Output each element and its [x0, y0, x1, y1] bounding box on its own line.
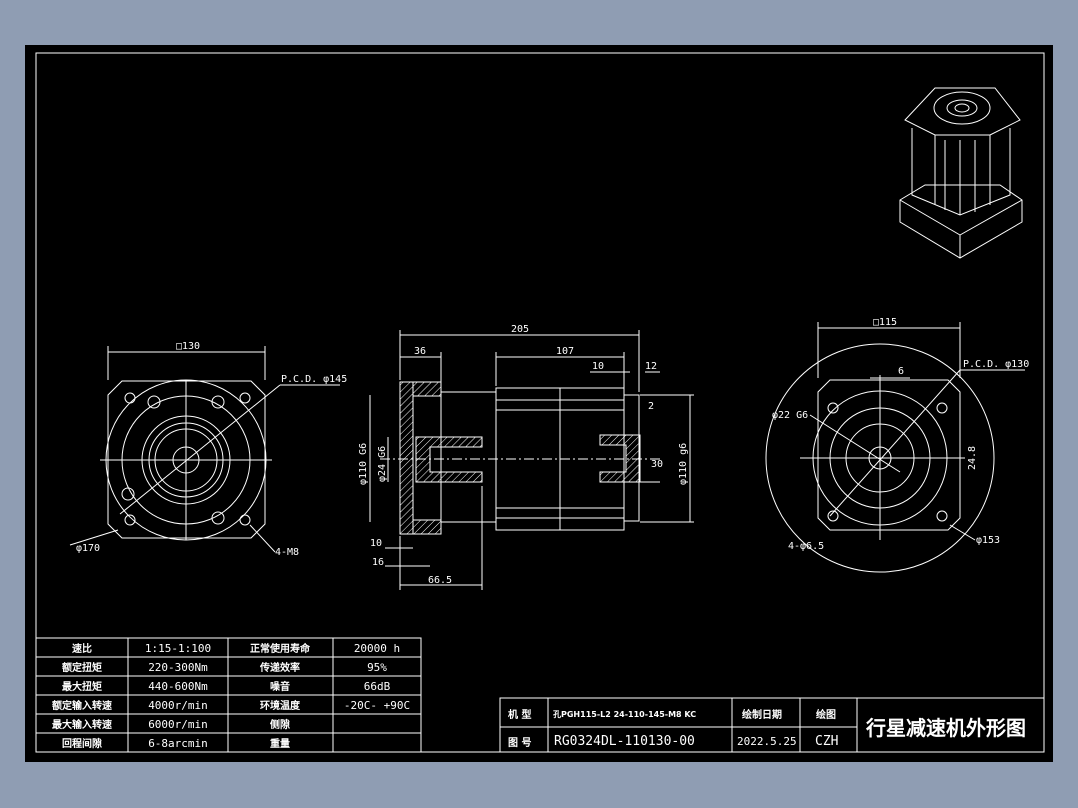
dim-square-right: □115 — [873, 317, 897, 328]
spec-label: 回程间隙 — [62, 737, 102, 750]
dim-key: 10 — [592, 361, 604, 372]
dim-outer-right: φ153 — [976, 535, 1000, 546]
drawer: CZH — [815, 734, 838, 749]
date: 2022.5.25 — [737, 735, 797, 748]
spec-value: -20C- +90C — [344, 699, 410, 712]
drawing-sheet: □130 P.C.D. φ145 φ170 4-M8 205 36 107 10… — [25, 45, 1053, 762]
spec-label: 最大输入转速 — [52, 718, 112, 731]
spec-value: 66dB — [364, 680, 391, 693]
drawer-label: 绘图 — [816, 708, 836, 721]
dim-pcd: P.C.D. φ145 — [281, 374, 347, 385]
spec-value: 20000 h — [354, 642, 400, 655]
dim-outer: φ170 — [76, 543, 100, 554]
dim-square: □130 — [176, 341, 200, 352]
dim-16: 16 — [372, 557, 384, 568]
spec-label: 额定输入转速 — [52, 699, 112, 712]
dim-key-right: 6 — [898, 366, 904, 377]
spec-label: 正常使用寿命 — [250, 642, 311, 655]
spec-value: 1:15-1:100 — [145, 642, 211, 655]
isometric-view — [899, 87, 1023, 259]
spec-value: 4000r/min — [148, 699, 208, 712]
dim-holes: 4-M8 — [275, 547, 299, 558]
spec-label: 环境温度 — [260, 699, 301, 712]
dim-pcd-right: P.C.D. φ130 — [963, 359, 1029, 370]
dim-66: 66.5 — [428, 575, 452, 586]
spec-value: 95% — [367, 661, 387, 674]
model-value: 孔PGH115-L2 24-110-145-M8 KC — [553, 709, 696, 719]
spec-label: 传递效率 — [259, 661, 300, 674]
dim-bore: 30 — [651, 459, 663, 470]
spec-value: 6000r/min — [148, 718, 208, 731]
dim-body: 107 — [556, 346, 574, 357]
dim-step: 2 — [648, 401, 654, 412]
spec-label: 最大扭矩 — [62, 680, 102, 693]
spec-label: 速比 — [72, 642, 92, 655]
dim-keyh: 24.8 — [967, 446, 978, 470]
dim-flange: 36 — [414, 346, 426, 357]
spec-value: 6-8arcmin — [148, 737, 208, 750]
spec-value: 220-300Nm — [148, 661, 208, 674]
dim-shaft-right: φ22 G6 — [772, 410, 808, 421]
spec-label: 额定扭矩 — [62, 661, 102, 674]
spec-table — [35, 637, 422, 753]
dim-overall: 205 — [511, 324, 529, 335]
spec-label: 噪音 — [270, 680, 290, 693]
date-label: 绘制日期 — [742, 708, 782, 721]
spec-label: 侧隙 — [270, 718, 290, 731]
right-front-view: □115 P.C.D. φ130 6 φ22 G6 24.8 4-φ6.5 φ1… — [765, 317, 1029, 573]
dim-pilot-in: φ110 G6 — [358, 443, 369, 485]
spec-label: 重量 — [270, 737, 290, 750]
side-view: 205 36 107 10 12 2 30 φ110 G6 φ24 G6 φ11… — [358, 324, 694, 590]
dim-shaft-dia: φ24 G6 — [377, 446, 388, 482]
dim-10: 10 — [370, 538, 382, 549]
cad-drawing: □130 P.C.D. φ145 φ170 4-M8 205 36 107 10… — [35, 52, 1045, 753]
model-label: 机 型 — [508, 708, 531, 721]
left-front-view: □130 P.C.D. φ145 φ170 4-M8 — [69, 341, 347, 558]
drawing-no: RG0324DL-110130-00 — [554, 734, 695, 749]
dim-holes-right: 4-φ6.5 — [788, 541, 824, 552]
drawing-no-label: 图 号 — [508, 737, 531, 749]
spec-value: 440-600Nm — [148, 680, 208, 693]
title-block: 机 型 图 号 孔PGH115-L2 24-110-145-M8 KC 绘制日期… — [499, 697, 1045, 753]
dim-pilot-out: φ110 g6 — [678, 443, 689, 485]
drawing-title: 行星减速机外形图 — [865, 716, 1026, 740]
dim-shaft: 12 — [645, 361, 657, 372]
